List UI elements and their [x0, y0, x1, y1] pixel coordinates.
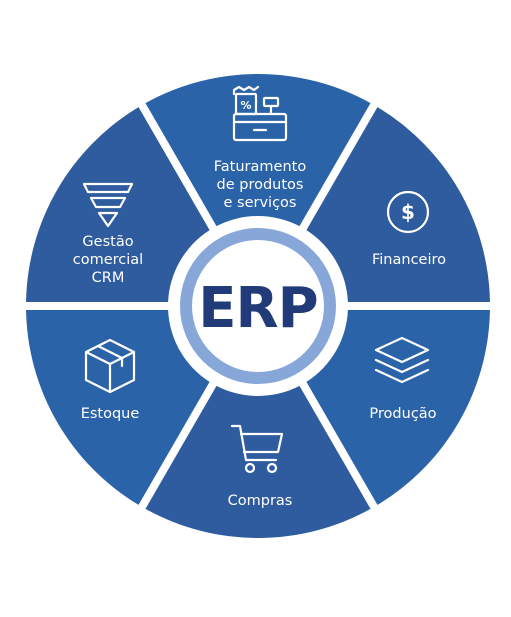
segment-gestao-comercial — [26, 107, 210, 303]
cash-register-icon: % — [232, 85, 288, 142]
segment-gestao-comercial-label: Gestão comercial CRM — [73, 234, 143, 286]
segment-gestao-comercial-wedge — [26, 107, 210, 303]
segment-producao-label: Produção — [369, 406, 436, 422]
center-inner-circle — [192, 240, 324, 372]
layers-icon — [374, 336, 430, 384]
segment-estoque — [26, 309, 210, 505]
funnel-icon — [82, 182, 134, 228]
segment-estoque-wedge — [26, 309, 210, 505]
segment-producao — [306, 309, 490, 505]
segment-compras-label: Compras — [228, 493, 293, 509]
segment-compras-wedge — [145, 385, 371, 538]
segment-producao-label-line-1: Produção — [369, 406, 436, 422]
segment-faturamento — [145, 73, 371, 227]
shopping-cart-icon — [230, 424, 284, 474]
dollar-coin-icon: $ — [386, 190, 430, 234]
segment-faturamento-label-line-3: e serviços — [224, 195, 297, 211]
segment-financeiro — [306, 107, 490, 303]
svg-text:%: % — [240, 99, 251, 112]
segment-faturamento-label-line-2: de produtos — [217, 177, 304, 193]
segment-estoque-label: Estoque — [81, 406, 140, 422]
segment-gestao-comercial-label-line-2: comercial — [73, 252, 143, 268]
box-icon — [84, 338, 136, 394]
segment-financeiro-label-line-1: Financeiro — [372, 252, 446, 268]
segment-gestao-comercial-label-line-3: CRM — [92, 270, 125, 286]
segment-financeiro-wedge — [306, 107, 490, 303]
svg-text:$: $ — [401, 200, 415, 224]
segment-financeiro-label: Financeiro — [372, 252, 446, 268]
segment-compras-label-line-1: Compras — [228, 493, 293, 509]
center-label: ERP — [198, 276, 317, 341]
segment-producao-wedge — [306, 309, 490, 505]
segment-gestao-comercial-label-line-1: Gestão — [82, 234, 133, 250]
segment-faturamento-label-line-1: Faturamento — [214, 159, 307, 175]
segment-estoque-label-line-1: Estoque — [81, 406, 140, 422]
segment-compras — [145, 385, 371, 538]
segment-faturamento-wedge — [145, 73, 371, 227]
segment-faturamento-label: Faturamento de produtos e serviços — [214, 159, 307, 211]
